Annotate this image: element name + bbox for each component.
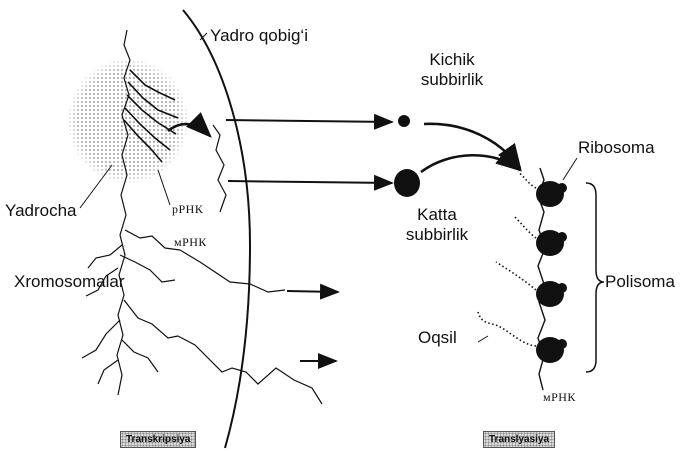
- nuclear-envelope: [182, 9, 252, 449]
- arrow-large-subunit: [227, 174, 394, 191]
- arrow-small-subunit: [225, 113, 394, 130]
- leader-oqsil: [477, 335, 489, 343]
- leader-yadro-qobigi: [199, 32, 208, 41]
- ribosome-2: [536, 230, 564, 256]
- badge-translation: Translyasiya: [483, 431, 556, 448]
- label-nuclear-envelope: Yadro qobig‘i: [210, 26, 308, 45]
- mrna-strand-lower: [177, 335, 323, 405]
- label-small-subunit: Kichik subbirlik: [408, 50, 496, 89]
- label-rrna: рРНК: [172, 202, 204, 216]
- ribosome-4: [536, 337, 564, 363]
- polysome-brace: [585, 182, 605, 373]
- leader-ribosoma: [562, 157, 578, 181]
- ribosome-1: [536, 181, 564, 207]
- label-polysome: Polisoma: [605, 272, 675, 291]
- label-protein: Oqsil: [418, 328, 457, 347]
- mrna-strand-upper: [179, 249, 286, 293]
- label-large-subunit: Katta subbirlik: [397, 205, 477, 244]
- ribosome-4-small: [557, 339, 567, 349]
- ribosome-3-small: [557, 283, 567, 293]
- arrow-large-to-ribosome: [420, 147, 523, 174]
- large-subunit-shape: [394, 169, 420, 197]
- label-mrna-nucleus: мРНК: [174, 235, 207, 249]
- ribosome-2-small: [557, 232, 567, 242]
- label-small-subunit-line2: subbirlik: [420, 69, 484, 89]
- rrna-strand: [212, 124, 227, 213]
- chromosome-strand: [81, 29, 181, 396]
- leader-yadrocha: [79, 164, 113, 209]
- ribosome-1-small: [557, 183, 567, 193]
- ribosomes: [536, 181, 567, 363]
- label-chromosomes: Xromosomalar: [14, 272, 125, 291]
- label-large-subunit-line1: Katta: [417, 205, 457, 224]
- label-large-subunit-line2: subbirlik: [405, 224, 469, 244]
- nucleolus-region: [66, 57, 190, 185]
- arrow-nucleolus-to-rrna: [167, 112, 212, 138]
- label-nucleolus: Yadrocha: [5, 201, 77, 220]
- small-subunit-shape: [398, 115, 410, 127]
- label-mrna-cytoplasm: мРНК: [543, 390, 576, 404]
- label-small-subunit-line1: Kichik: [429, 50, 475, 69]
- arrow-mrna-export-upper: [286, 283, 340, 300]
- badge-transcription: Transkripsiya: [120, 431, 197, 448]
- leader-rrna: [157, 169, 171, 206]
- label-ribosome: Ribosoma: [578, 138, 655, 157]
- ribosome-3: [536, 281, 564, 307]
- protein-chains: [477, 171, 537, 347]
